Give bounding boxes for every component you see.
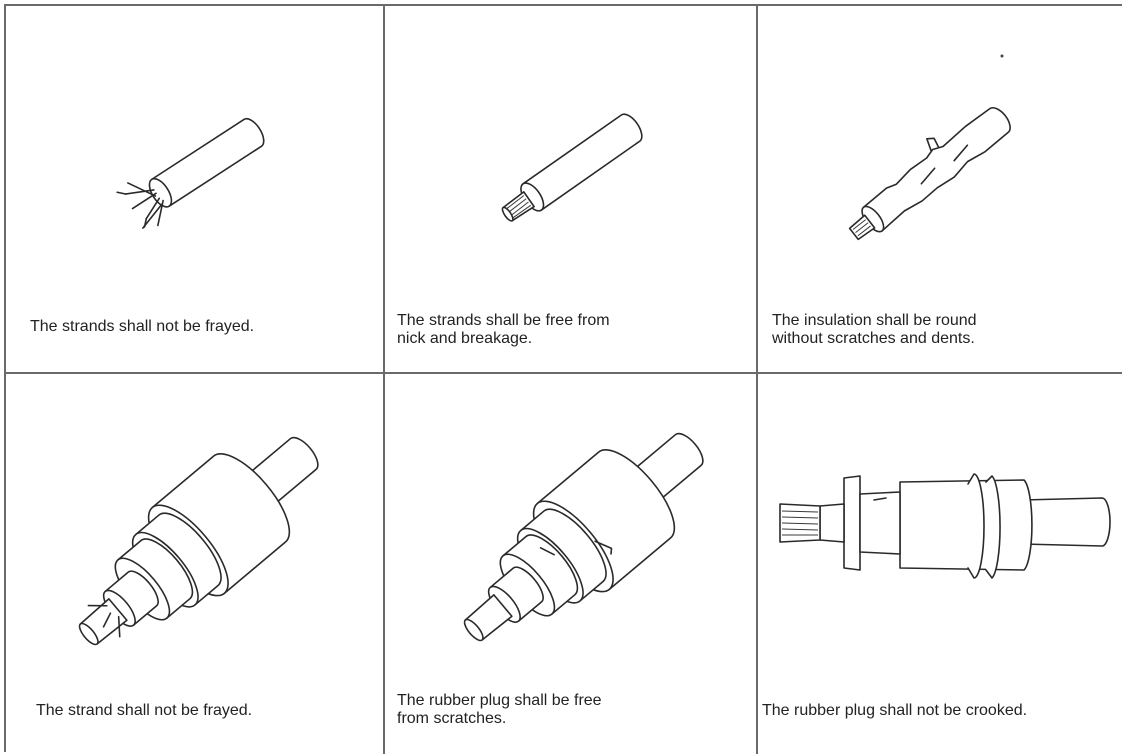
- panel-caption: The rubber plug shall not be crooked.: [762, 702, 1027, 720]
- panel-caption: The strands shall not be frayed.: [30, 318, 254, 336]
- panel-plug-crooked: The rubber plug shall not be crooked.: [758, 374, 1124, 754]
- panel-caption: The strands shall be free from nick and …: [397, 312, 610, 348]
- panel-plug-scratches: The rubber plug shall be free from scrat…: [385, 374, 756, 754]
- panel-caption: The rubber plug shall be free from scrat…: [397, 692, 602, 728]
- panel-frayed-strands: The strands shall not be frayed.: [6, 6, 383, 372]
- panel-nick-breakage: The strands shall be free from nick and …: [385, 6, 756, 372]
- panel-plug-frayed-strand: The strand shall not be frayed.: [6, 374, 383, 754]
- plug-crooked-illustration: [758, 374, 1124, 754]
- panel-caption: The insulation shall be round without sc…: [772, 312, 977, 348]
- plug-frayed-strand-illustration: [6, 374, 383, 754]
- panel-caption: The strand shall not be frayed.: [36, 702, 252, 720]
- panel-insulation-round: The insulation shall be round without sc…: [758, 6, 1124, 372]
